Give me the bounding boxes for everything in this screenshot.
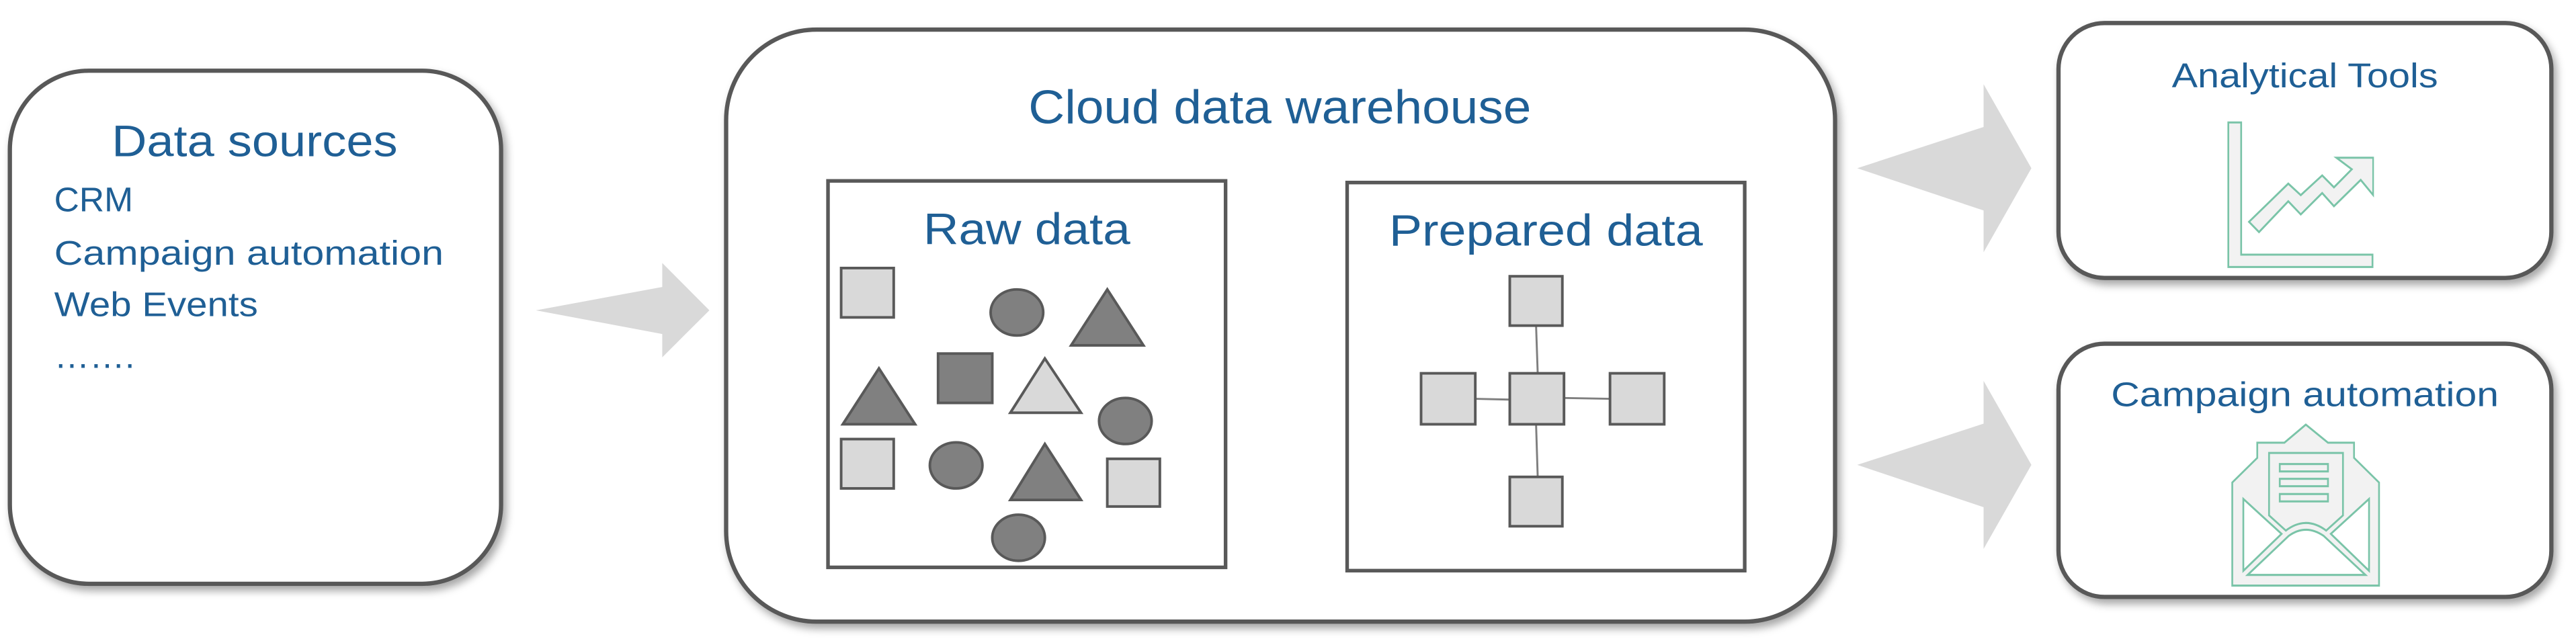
flow-arrow-icon <box>1857 380 2032 549</box>
connector-line <box>1475 398 1510 401</box>
triangle-shape <box>840 366 918 426</box>
prepared-data-title: Prepared data <box>1389 206 1703 255</box>
source-item: Web Events <box>54 285 258 323</box>
source-item: Campaign automation <box>54 234 444 272</box>
triangle-shape <box>1007 441 1084 502</box>
flow-arrow-icon <box>536 263 710 357</box>
node-square <box>1508 475 1564 528</box>
connector-line <box>1535 325 1539 374</box>
circle-shape <box>991 513 1046 562</box>
triangle-shape <box>1007 355 1084 415</box>
cloud-data-warehouse-box: Cloud data warehouse Raw data Prepared d… <box>724 27 1837 624</box>
node-square <box>1608 372 1666 426</box>
square-shape <box>1106 457 1161 508</box>
campaign-automation-title: Campaign automation <box>2111 376 2499 414</box>
open-envelope-icon <box>2231 423 2380 587</box>
source-item: ……. <box>54 337 135 375</box>
node-square <box>1508 372 1566 426</box>
raw-data-title: Raw data <box>923 204 1130 253</box>
square-shape <box>839 437 895 490</box>
node-square <box>1419 372 1477 426</box>
analytical-tools-title: Analytical Tools <box>2172 56 2438 95</box>
circle-shape <box>989 288 1045 337</box>
data-sources-box: Data sources CRM Campaign automation Web… <box>7 69 503 587</box>
connector-line <box>1535 424 1539 477</box>
square-shape <box>936 352 994 404</box>
flow-arrow-icon <box>1857 84 2032 253</box>
node-square <box>1508 275 1564 327</box>
warehouse-title: Cloud data warehouse <box>1028 81 1531 134</box>
square-shape <box>839 266 895 319</box>
prepared-data-panel: Prepared data <box>1345 180 1747 572</box>
circle-shape <box>1097 396 1153 445</box>
circle-shape <box>928 441 984 490</box>
trending-chart-icon <box>2227 121 2374 268</box>
triangle-shape <box>1069 287 1146 347</box>
raw-data-panel: Raw data <box>826 179 1228 570</box>
campaign-automation-box: Campaign automation <box>2056 341 2554 599</box>
source-item: CRM <box>54 181 133 219</box>
data-sources-title: Data sources <box>112 116 397 165</box>
analytical-tools-box: Analytical Tools <box>2056 21 2554 280</box>
